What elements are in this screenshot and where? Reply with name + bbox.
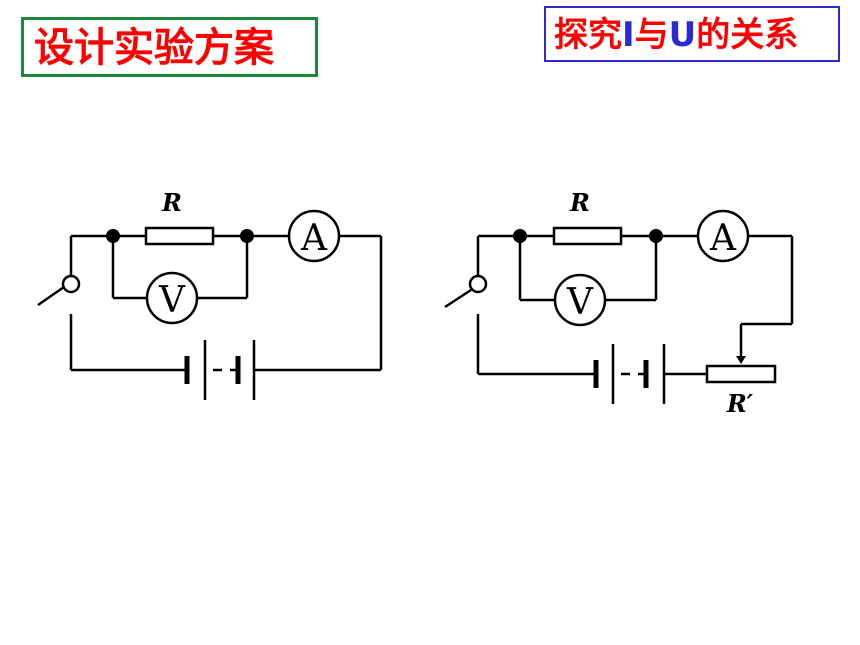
topic-mid: 与 — [634, 15, 669, 55]
page-title: 设计实验方案 — [34, 25, 274, 71]
junction-dot — [649, 229, 663, 243]
switch-blade — [37, 285, 65, 307]
topic-pre: 探究 — [554, 15, 622, 55]
voltmeter-icon — [553, 273, 607, 327]
resistor-label: R — [161, 188, 182, 217]
topic-symbol-i: I — [622, 15, 635, 55]
resistor-icon — [144, 226, 215, 246]
topic-symbol-u: U — [668, 15, 697, 55]
ammeter-label: A — [300, 218, 328, 259]
slider-arrow-icon — [736, 356, 746, 364]
voltmeter-label: V — [566, 282, 594, 323]
voltmeter-icon — [145, 271, 199, 325]
circuit-1 — [37, 209, 383, 400]
topic-box: 探究I与U的关系 — [544, 6, 840, 62]
junction-dot — [240, 229, 254, 243]
rheostat-label: R′ — [726, 389, 754, 418]
resistor-icon — [552, 226, 623, 246]
ammeter-icon — [696, 209, 750, 263]
topic-title: 探究I与U的关系 — [554, 10, 798, 60]
junction-dot — [106, 229, 120, 243]
switch-contact — [468, 274, 488, 294]
ammeter-icon — [287, 209, 341, 263]
rheostat-icon — [705, 364, 777, 384]
battery-icon — [593, 344, 666, 404]
voltmeter-label: V — [158, 280, 186, 321]
switch-contact — [61, 274, 81, 294]
battery-icon — [184, 340, 256, 400]
resistor-label: R — [569, 188, 590, 217]
ammeter-label: A — [709, 218, 737, 259]
circuit-2 — [444, 209, 794, 404]
switch-blade — [444, 288, 472, 309]
junction-dot — [513, 229, 527, 243]
title-box: 设计实验方案 — [21, 17, 318, 77]
topic-post: 的关系 — [696, 15, 799, 55]
